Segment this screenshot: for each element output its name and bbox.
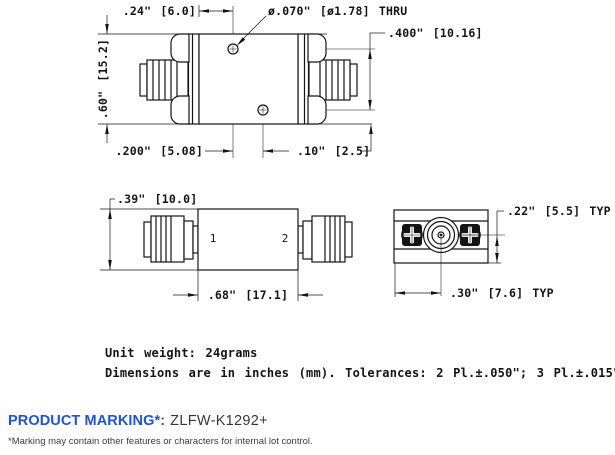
dim-label-height-60: .60" [15.2] — [96, 39, 110, 119]
bottom-view-left-connector — [143, 215, 199, 263]
dim-label-body-height-39: .39" [10.0] — [117, 192, 197, 206]
side-view-left-connector — [139, 33, 200, 125]
hole-callout: ø.070" [ø1.78] THRU — [236, 4, 407, 46]
dim-label-hole-diameter: ø.070" [ø1.78] THRU — [268, 4, 407, 18]
bottom-view-right-connector — [297, 215, 353, 263]
dim-label-edge-10: .10" [2.5] — [297, 144, 370, 158]
dim-label-end-30: .30" [7.6] TYP — [450, 286, 554, 300]
dim-label-end-22: .22" [5.5] TYP — [507, 204, 611, 218]
dim-label-offset-200: .200" [5.08] — [116, 144, 203, 158]
bottom-view-body — [197, 208, 299, 271]
product-marking-value: ZLFW-K1292+ — [170, 413, 268, 429]
dim-end-horizontal-30: .30" [7.6] TYP — [394, 263, 554, 300]
screw-left — [401, 224, 423, 246]
dim-body-height-39: .39" [10.0] — [108, 192, 197, 270]
tolerance-note: Dimensions are in inches (mm). Tolerance… — [105, 366, 615, 380]
dim-label-top-24: .24" [6.0] — [123, 4, 196, 18]
dim-hole-offset-200: .200" [5.08] — [116, 144, 233, 158]
mounting-hole-top — [227, 43, 239, 55]
side-view: .60" [15.2] .24" [6.0] ø.070" [ø1.78] TH… — [96, 4, 482, 158]
product-marking-label: PRODUCT MARKING*: — [8, 413, 166, 429]
mounting-hole-bottom — [257, 104, 269, 116]
dim-body-length-68: .68" [17.1] — [173, 270, 323, 302]
end-view: .22" [5.5] TYP .30" [7.6] TYP — [393, 204, 611, 300]
dim-end-vertical-22: .22" [5.5] TYP — [495, 204, 611, 263]
side-view-body — [198, 33, 299, 125]
dim-top-24: .24" [6.0] — [123, 4, 233, 18]
dim-hole-edge-10: .10" [2.5] — [263, 124, 373, 158]
side-view-right-connector — [297, 33, 358, 125]
product-marking-row: PRODUCT MARKING*:ZLFW-K1292+ — [8, 413, 268, 429]
dim-height-60: .60" [15.2] — [96, 15, 110, 143]
dim-label-body-length-68: .68" [17.1] — [208, 288, 288, 302]
unit-weight-note: Unit weight: 24grams — [105, 346, 258, 360]
marking-footnote: *Marking may contain other features or c… — [8, 436, 313, 447]
port-1-label: 1 — [210, 232, 217, 245]
bottom-view: 1 2 .39" [10.0] .68" [17.1] — [100, 192, 353, 302]
dim-label-hole-spacing-400: .400" [10.16] — [388, 26, 483, 40]
port-2-label: 2 — [282, 232, 289, 245]
dim-hole-spacing-400: .400" [10.16] — [368, 26, 482, 110]
